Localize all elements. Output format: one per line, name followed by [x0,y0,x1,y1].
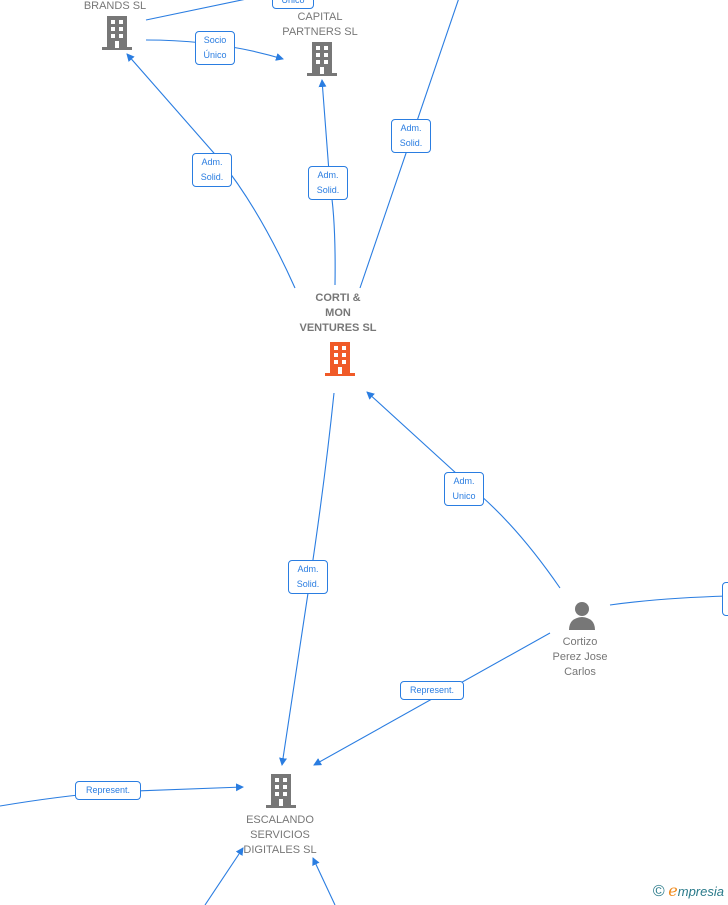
edge-bottom-left-escalando [204,847,244,905]
edge-label: Socio Único [195,31,235,65]
node-label-corti: CORTI & MON VENTURES SL [299,292,377,334]
edge-brands-unico [145,0,245,21]
building-icon[interactable] [265,774,297,808]
edge-bottom-right-escalando [312,857,336,905]
node-label-escalando: ESCALANDO SERVICIOS DIGITALES SL [243,814,317,856]
edge-label: Adm. Solid. [308,166,348,200]
empresia-logo: © empresia [652,881,724,900]
edge-label: Adm. Solid. [288,560,328,594]
edge-label: Adm. Solid. [192,153,232,187]
edge-label: Único [272,0,314,9]
node-label-brands: BRANDS SL [83,0,147,12]
building-icon[interactable] [306,42,338,76]
edge-label: Represent. [400,681,464,700]
edge-label [722,582,728,616]
building-icon-focus[interactable] [324,342,356,376]
person-icon[interactable] [567,600,597,630]
node-label-capital: CAPITAL PARTNERS SL [282,11,358,38]
edge-label: Represent. [75,781,141,800]
building-icon[interactable] [101,16,133,50]
node-label-cortizo: Cortizo Perez Jose Carlos [552,636,608,678]
edge-label: Adm. Unico [444,472,484,506]
edge-cortizo-right [609,595,728,606]
edge-label: Adm. Solid. [391,119,431,153]
